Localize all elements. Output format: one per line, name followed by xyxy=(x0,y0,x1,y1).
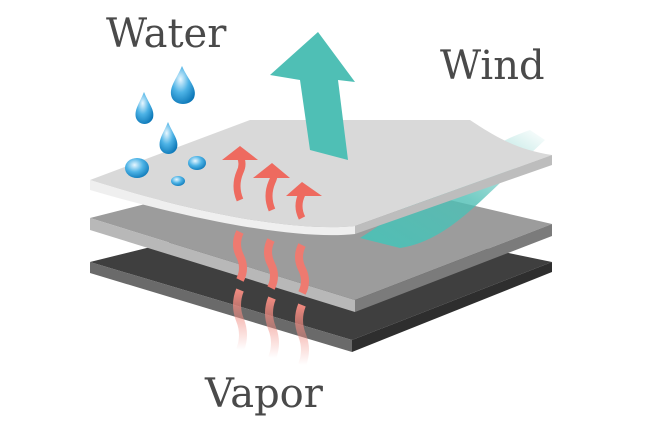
wind-label: Wind xyxy=(440,43,545,89)
top-layer xyxy=(90,120,552,236)
vapor-label: Vapor xyxy=(205,371,323,417)
water-label: Water xyxy=(106,11,227,57)
vapor-trails-lower xyxy=(233,288,309,367)
water-drops xyxy=(125,66,206,186)
vapor-arrows xyxy=(222,146,322,220)
vapor-trails-middle xyxy=(233,230,309,295)
wind-arrow xyxy=(270,32,355,160)
